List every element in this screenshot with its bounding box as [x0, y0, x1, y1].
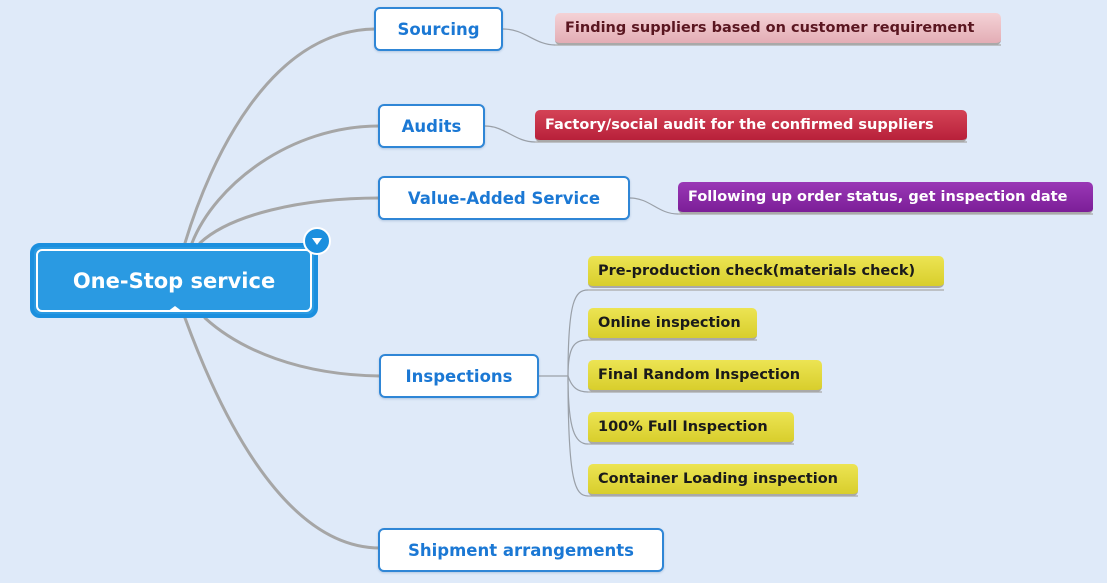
connector-inspections-detail-1	[567, 289, 589, 377]
subtopic-value-added-detail[interactable]: Following up order status, get inspectio…	[678, 182, 1093, 214]
connector-central-value-added	[198, 196, 382, 245]
connector-sourcing-detail	[502, 28, 556, 46]
subtopic-label: Final Random Inspection	[598, 367, 801, 383]
topic-label: Shipment arrangements	[408, 540, 634, 560]
topic-label: Audits	[401, 116, 462, 136]
subtopic-audits-detail[interactable]: Factory/social audit for the confirmed s…	[535, 110, 967, 142]
subtopic-label: Container Loading inspection	[598, 471, 838, 487]
connector-central-inspections	[203, 316, 382, 378]
central-topic[interactable]: One-Stop service	[30, 243, 318, 318]
topic-inspections[interactable]: Inspections	[379, 354, 539, 398]
subtopic-label: 100% Full Inspection	[598, 419, 768, 435]
subtopic-container-loading-inspection[interactable]: Container Loading inspection	[588, 464, 858, 496]
connector-central-audits	[190, 124, 381, 245]
connector-inspections-detail-3	[567, 375, 589, 393]
topic-audits[interactable]: Audits	[378, 104, 485, 148]
connector-inspections-detail-5	[567, 375, 589, 497]
subtopic-full-inspection[interactable]: 100% Full Inspection	[588, 412, 794, 444]
subtopic-label: Pre-production check(materials check)	[598, 263, 916, 279]
topic-sourcing[interactable]: Sourcing	[374, 7, 503, 51]
subtopic-online-inspection[interactable]: Online inspection	[588, 308, 757, 340]
subtopic-sourcing-detail[interactable]: Finding suppliers based on customer requ…	[555, 13, 1001, 45]
connector-audits-detail	[484, 125, 536, 143]
subtopic-pre-production-check[interactable]: Pre-production check(materials check)	[588, 256, 944, 288]
topic-shipment-arrangements[interactable]: Shipment arrangements	[378, 528, 664, 572]
subtopic-label: Finding suppliers based on customer requ…	[565, 20, 975, 36]
connector-inspections-detail-4	[567, 375, 589, 445]
topic-label: Sourcing	[397, 19, 480, 39]
topic-label: Value-Added Service	[407, 188, 601, 208]
collapse-arrow-icon[interactable]	[303, 227, 331, 255]
subtopic-label: Factory/social audit for the confirmed s…	[545, 117, 934, 133]
connector-central-shipment	[183, 316, 382, 550]
topic-label: Inspections	[405, 366, 513, 386]
topic-value-added-service[interactable]: Value-Added Service	[378, 176, 630, 220]
central-topic-label: One-Stop service	[72, 268, 276, 293]
subtopic-label: Following up order status, get inspectio…	[688, 189, 1068, 205]
subtopic-final-random-inspection[interactable]: Final Random Inspection	[588, 360, 822, 392]
connector-value-added-detail	[629, 197, 679, 215]
connector-central-sourcing	[183, 27, 377, 245]
subtopic-label: Online inspection	[598, 315, 741, 331]
connector-inspections-detail-2	[567, 339, 589, 377]
